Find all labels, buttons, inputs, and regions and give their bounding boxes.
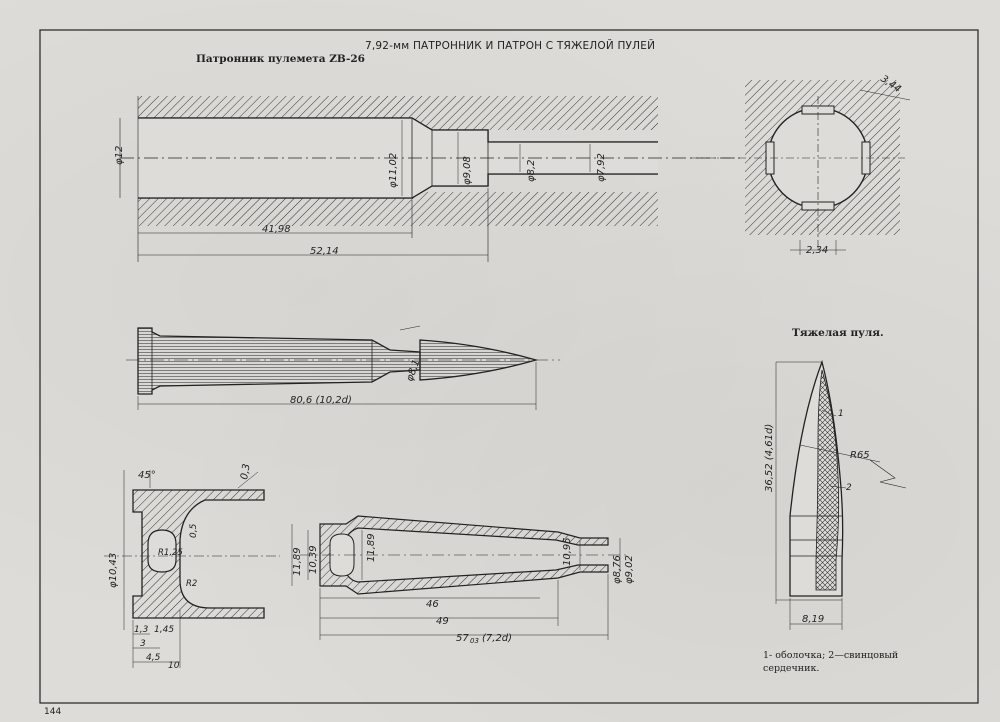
page-number: 144 bbox=[44, 707, 62, 717]
dim-chamber-dia-82: φ8,2 bbox=[526, 160, 537, 183]
dim-bore-234: 2,34 bbox=[806, 245, 828, 256]
dim-chamber-len-4198: 41,98 bbox=[262, 224, 291, 235]
dim-base-r2: R2 bbox=[186, 579, 197, 589]
bullet-label: Тяжелая пуля. bbox=[792, 327, 884, 339]
dim-cartridge-len: 80,6 (10,2d) bbox=[290, 395, 352, 406]
bullet-part-2-label: 2 bbox=[846, 483, 852, 493]
bullet-part-1-label: 1 bbox=[838, 409, 844, 419]
dim-base-r125: R1,25 bbox=[158, 548, 183, 558]
dim-case-1189a: 11,89 bbox=[292, 547, 303, 576]
dim-base-10: 10 bbox=[168, 661, 180, 671]
dim-case-1039: 10,39 bbox=[308, 545, 319, 574]
dim-case-57-sub: 03 bbox=[470, 637, 479, 645]
dim-base-angle-45: 45° bbox=[138, 470, 156, 481]
case-base-detail bbox=[104, 470, 280, 668]
dim-bullet-len: 36,52 (4,61d) bbox=[764, 424, 775, 492]
drawing-frame bbox=[39, 29, 979, 704]
dim-case-57: 57 bbox=[456, 633, 469, 644]
dim-case-1189b: 11,89 bbox=[366, 533, 377, 562]
chamber-label: Патронник пулемета ZB-26 bbox=[196, 53, 365, 65]
dim-case-876: φ8,76 bbox=[612, 555, 623, 584]
dim-case-46: 46 bbox=[426, 599, 439, 610]
dim-base-05: 0,5 bbox=[189, 523, 199, 538]
dim-base-3: 3 bbox=[140, 639, 146, 649]
dim-chamber-dia-12: φ12 bbox=[114, 146, 125, 165]
dim-chamber-dia-1102: φ11,02 bbox=[388, 153, 399, 188]
bore-cross-section bbox=[690, 80, 911, 255]
dim-base-dia-1043: φ10,43 bbox=[108, 553, 119, 588]
dim-case-1095: 10,95 bbox=[562, 537, 573, 566]
legend-caption: 1- оболочка; 2—свинцовый сердечник. bbox=[763, 650, 899, 674]
dim-case-57-d: (7,2d) bbox=[482, 633, 512, 644]
chamber-section bbox=[119, 96, 740, 262]
page-title: 7,92-мм ПАТРОННИК И ПАТРОН С ТЯЖЕЛОЙ ПУЛ… bbox=[365, 40, 656, 52]
dim-chamber-dia-908: φ9,08 bbox=[462, 156, 473, 185]
dim-case-49: 49 bbox=[436, 616, 449, 627]
dim-base-13: 1,3 bbox=[134, 625, 149, 635]
dim-base-03: 0,3 bbox=[239, 463, 253, 481]
cartridge-drawing bbox=[126, 325, 560, 410]
case-section bbox=[291, 515, 630, 640]
dim-chamber-len-5214: 52,14 bbox=[310, 246, 339, 257]
dim-bullet-r65: R65 bbox=[850, 450, 870, 461]
heavy-bullet bbox=[775, 359, 907, 630]
dim-base-145: 1,45 bbox=[154, 625, 174, 635]
dim-bullet-dia: 8,19 bbox=[802, 614, 824, 625]
dim-base-45: 4,5 bbox=[146, 653, 161, 663]
dim-case-902: φ9,02 bbox=[624, 555, 635, 584]
dim-chamber-dia-792: φ7,92 bbox=[596, 153, 607, 182]
